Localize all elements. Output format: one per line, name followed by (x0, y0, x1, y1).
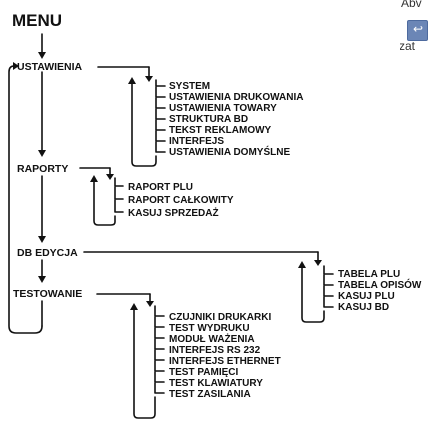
menu-item-tekst-reklamowy: TEKST REKLAMOWY (169, 125, 272, 136)
group-return-loop (301, 265, 325, 323)
arrow-head (90, 175, 98, 182)
menu-item-czujniki-drukarki: CZUJNIKI DRUKARKI (169, 312, 271, 323)
menu-item-test-pamieci: TEST PAMIĘCI (169, 367, 238, 378)
menu-item-kasuj-plu: KASUJ PLU (338, 291, 395, 302)
menu-item-ustawienia-domyslne: USTAWIENIA DOMYŚLNE (169, 145, 290, 158)
item-connector (155, 141, 166, 153)
menu-item-ustawienia-drukowania: USTAWIENIA DRUKOWANIA (169, 92, 303, 103)
menu-item-ustawienia: USTAWIENIA (17, 61, 83, 73)
item-connector (155, 97, 166, 109)
item-connector (114, 177, 124, 187)
item-connector (155, 108, 166, 120)
item-connector (154, 360, 165, 372)
menu-item-raport-calkowity: RAPORT CAŁKOWITY (128, 195, 234, 206)
menu-item-kasuj-sprzedaz: KASUJ SPRZEDAŻ (128, 206, 219, 219)
group-return-loop (131, 81, 157, 167)
menu-item-system: SYSTEM (169, 81, 210, 92)
menu-item-raport-plu: RAPORT PLU (128, 182, 193, 193)
arrow-head (38, 236, 46, 243)
arrow-head (298, 261, 306, 268)
item-connector (154, 382, 165, 394)
menu-item-interfejs-ethernet: INTERFEJS ETHERNET (169, 356, 281, 367)
item-connector (114, 186, 124, 200)
main-return-loop (8, 65, 43, 334)
item-connector (154, 349, 165, 361)
menu-item-tabela-plu: TABELA PLU (338, 269, 400, 280)
item-connector (155, 79, 166, 87)
arrow-head (128, 77, 136, 84)
arrow-glyph: ↩ (413, 22, 424, 36)
menu-item-test-zasilania: TEST ZASILANIA (169, 389, 251, 400)
side-panel: Abv ↩ zat (400, 0, 438, 60)
menu-item-raporty: RAPORTY (17, 163, 68, 175)
menu-title: MENU (12, 11, 62, 30)
item-connector (323, 296, 334, 308)
item-connector (154, 305, 165, 317)
item-connector (154, 371, 165, 383)
arrow-head (130, 303, 138, 310)
menu-item-kasuj-bd: KASUJ BD (338, 302, 389, 313)
menu-item-interfejs: INTERFEJS (169, 136, 224, 147)
menu-item-ustawienia-towary: USTAWIENIA TOWARY (169, 103, 277, 114)
item-connector (154, 327, 165, 339)
item-connector (323, 274, 334, 286)
item-connector (323, 285, 334, 297)
menu-item-test-klawiatury: TEST KLAWIATURY (169, 378, 263, 389)
item-connector (155, 130, 166, 142)
item-connector (155, 86, 166, 98)
item-connector (323, 265, 334, 275)
menu-item-struktura-bd: STRUKTURA BD (169, 114, 248, 125)
item-connector (155, 119, 166, 131)
arrow-head (38, 276, 46, 283)
arrow-head (13, 62, 19, 70)
arrow-head (146, 301, 154, 307)
side-panel-text-bottom: zat (400, 39, 416, 53)
menu-item-db-edycja: DB EDYCJA (17, 247, 78, 259)
item-connector (154, 338, 165, 350)
arrow-head (145, 76, 153, 82)
arrow-head (38, 150, 46, 157)
item-connector (154, 316, 165, 328)
menu-item-testowanie: TESTOWANIE (13, 288, 82, 300)
arrow-head (106, 174, 114, 180)
group-return-loop (93, 179, 116, 226)
menu-item-tabela-opisow: TABELA OPISÓW (338, 278, 422, 291)
menu-item-interfejs-rs232: INTERFEJS RS 232 (169, 345, 261, 356)
item-connector (114, 199, 124, 213)
menu-item-test-wydruku: TEST WYDRUKU (169, 323, 250, 334)
side-panel-text-top: Abv (401, 0, 422, 10)
menu-item-modul-wazenia: MODUŁ WAŻENIA (169, 332, 255, 345)
arrow-head (38, 52, 46, 59)
group-return-loop (133, 307, 156, 419)
arrow-head (314, 260, 322, 266)
arrow-back-icon[interactable]: ↩ (407, 20, 428, 41)
